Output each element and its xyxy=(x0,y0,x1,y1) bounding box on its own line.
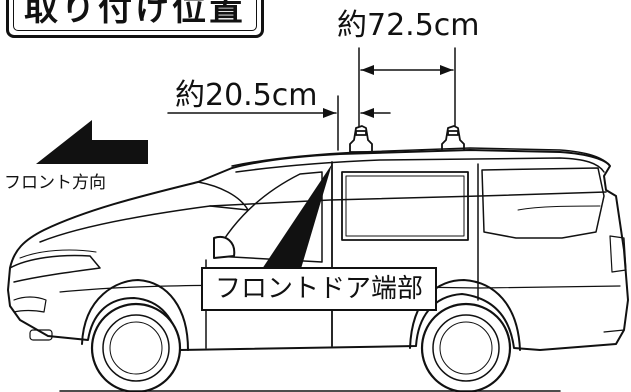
title-frame: 取り付け位置 xyxy=(6,0,264,38)
dimension-lines xyxy=(167,47,456,151)
rear-wheel xyxy=(420,302,512,392)
title-inner-frame xyxy=(13,0,257,31)
wheels xyxy=(90,302,512,392)
front-direction-arrow-icon xyxy=(36,120,148,164)
front-offset-label: 約20.5cm xyxy=(175,78,318,113)
callout-pointer xyxy=(260,164,332,272)
front-wheel xyxy=(90,302,182,392)
front-direction-label: フロント方向 xyxy=(4,173,106,193)
front-door-edge-callout: フロントドア端部 xyxy=(201,267,437,311)
bar-spacing-label: 約72.5cm xyxy=(337,8,480,43)
page-title: 取り付け位置 xyxy=(24,0,246,29)
